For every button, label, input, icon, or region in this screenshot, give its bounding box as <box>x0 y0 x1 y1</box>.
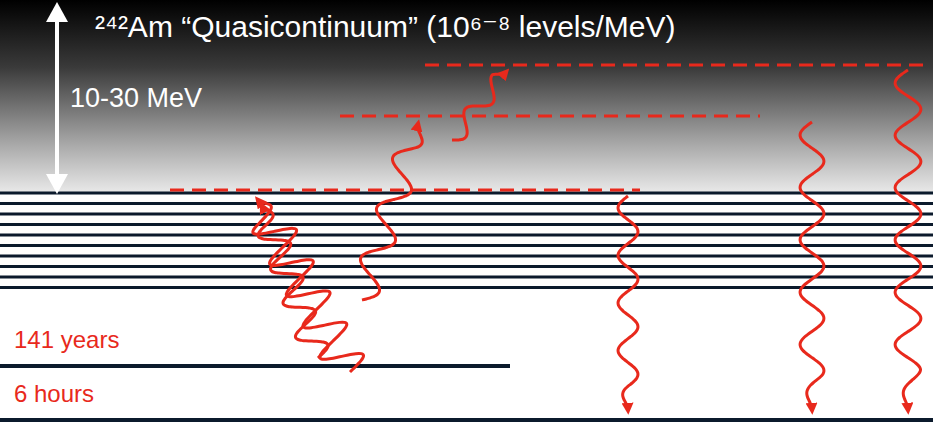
level-line <box>0 244 933 247</box>
title: ²⁴²Am “Quasicontinuum” (10⁶⁻⁸ levels/MeV… <box>95 10 676 43</box>
level-line <box>0 265 933 268</box>
level-line <box>0 234 933 237</box>
level-line <box>0 192 933 195</box>
dashed-level <box>425 64 930 67</box>
arrow-shaft <box>55 18 59 178</box>
quasicontinuum-gradient <box>0 0 933 192</box>
level-line <box>0 255 933 258</box>
level-line <box>0 276 933 279</box>
photon-arrows <box>253 70 921 410</box>
energy-arrow <box>46 2 68 194</box>
level-line <box>0 202 933 205</box>
photon-wave <box>253 200 364 372</box>
photon-wave <box>618 196 638 410</box>
level-lines <box>0 193 933 288</box>
dashed-level <box>340 115 760 118</box>
arrow-head <box>46 174 68 194</box>
level-line <box>0 223 933 226</box>
half-life-label: 141 years <box>14 327 119 353</box>
photon-wave <box>452 72 506 140</box>
photon-wave <box>258 206 328 358</box>
half-life-label: 6 hours <box>14 381 94 407</box>
arrow-head <box>46 2 68 22</box>
photon-wave <box>895 70 921 410</box>
photon-wave <box>800 122 824 410</box>
photon-wave <box>360 124 422 300</box>
level-line <box>0 213 933 216</box>
dashed-level <box>170 189 640 192</box>
isomer-level <box>0 364 510 368</box>
ground-level <box>0 418 933 422</box>
level-line <box>0 286 933 289</box>
energy-range-label: 10-30 MeV <box>70 84 202 114</box>
